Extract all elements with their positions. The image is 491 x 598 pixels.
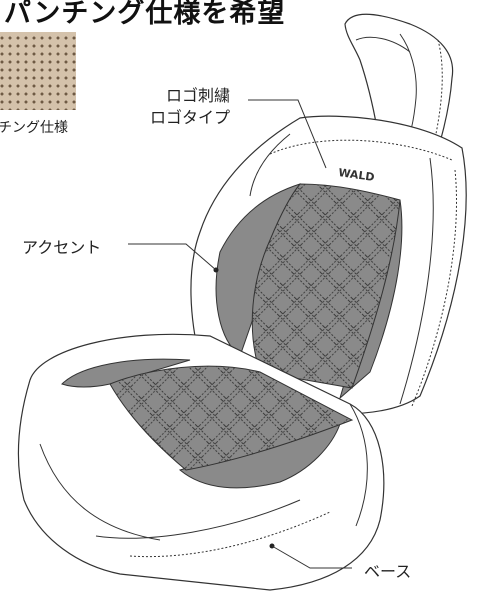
seat-quilted-center (109, 365, 354, 471)
accent-leader-line (128, 243, 217, 271)
seat-left-bolster (61, 358, 191, 388)
punching-swatch (0, 32, 76, 110)
logo-type-label: ロゴタイプ (150, 108, 231, 127)
backrest-quilted-center (251, 183, 401, 389)
seat-front-edge-seam (39, 443, 301, 541)
accent-label: アクセント (22, 238, 102, 257)
backrest-side-stitch (411, 169, 457, 407)
swatch-caption: チング仕様 (0, 120, 68, 136)
backrest-top-stitch (269, 139, 453, 161)
seat-side-seam (349, 403, 368, 527)
backrest-inner-seam (249, 133, 434, 405)
base-label: ベース (364, 562, 412, 581)
seat-right-bolster (178, 423, 341, 489)
wald-logo: WALD (338, 166, 376, 184)
base-leader-line (271, 545, 352, 569)
logo-embroidery-label: ロゴ刺繍 (166, 86, 231, 105)
page-title: パンチング仕様を希望 (4, 0, 286, 29)
seat-front-stitch (129, 511, 331, 558)
logo-leader-line (248, 99, 327, 169)
